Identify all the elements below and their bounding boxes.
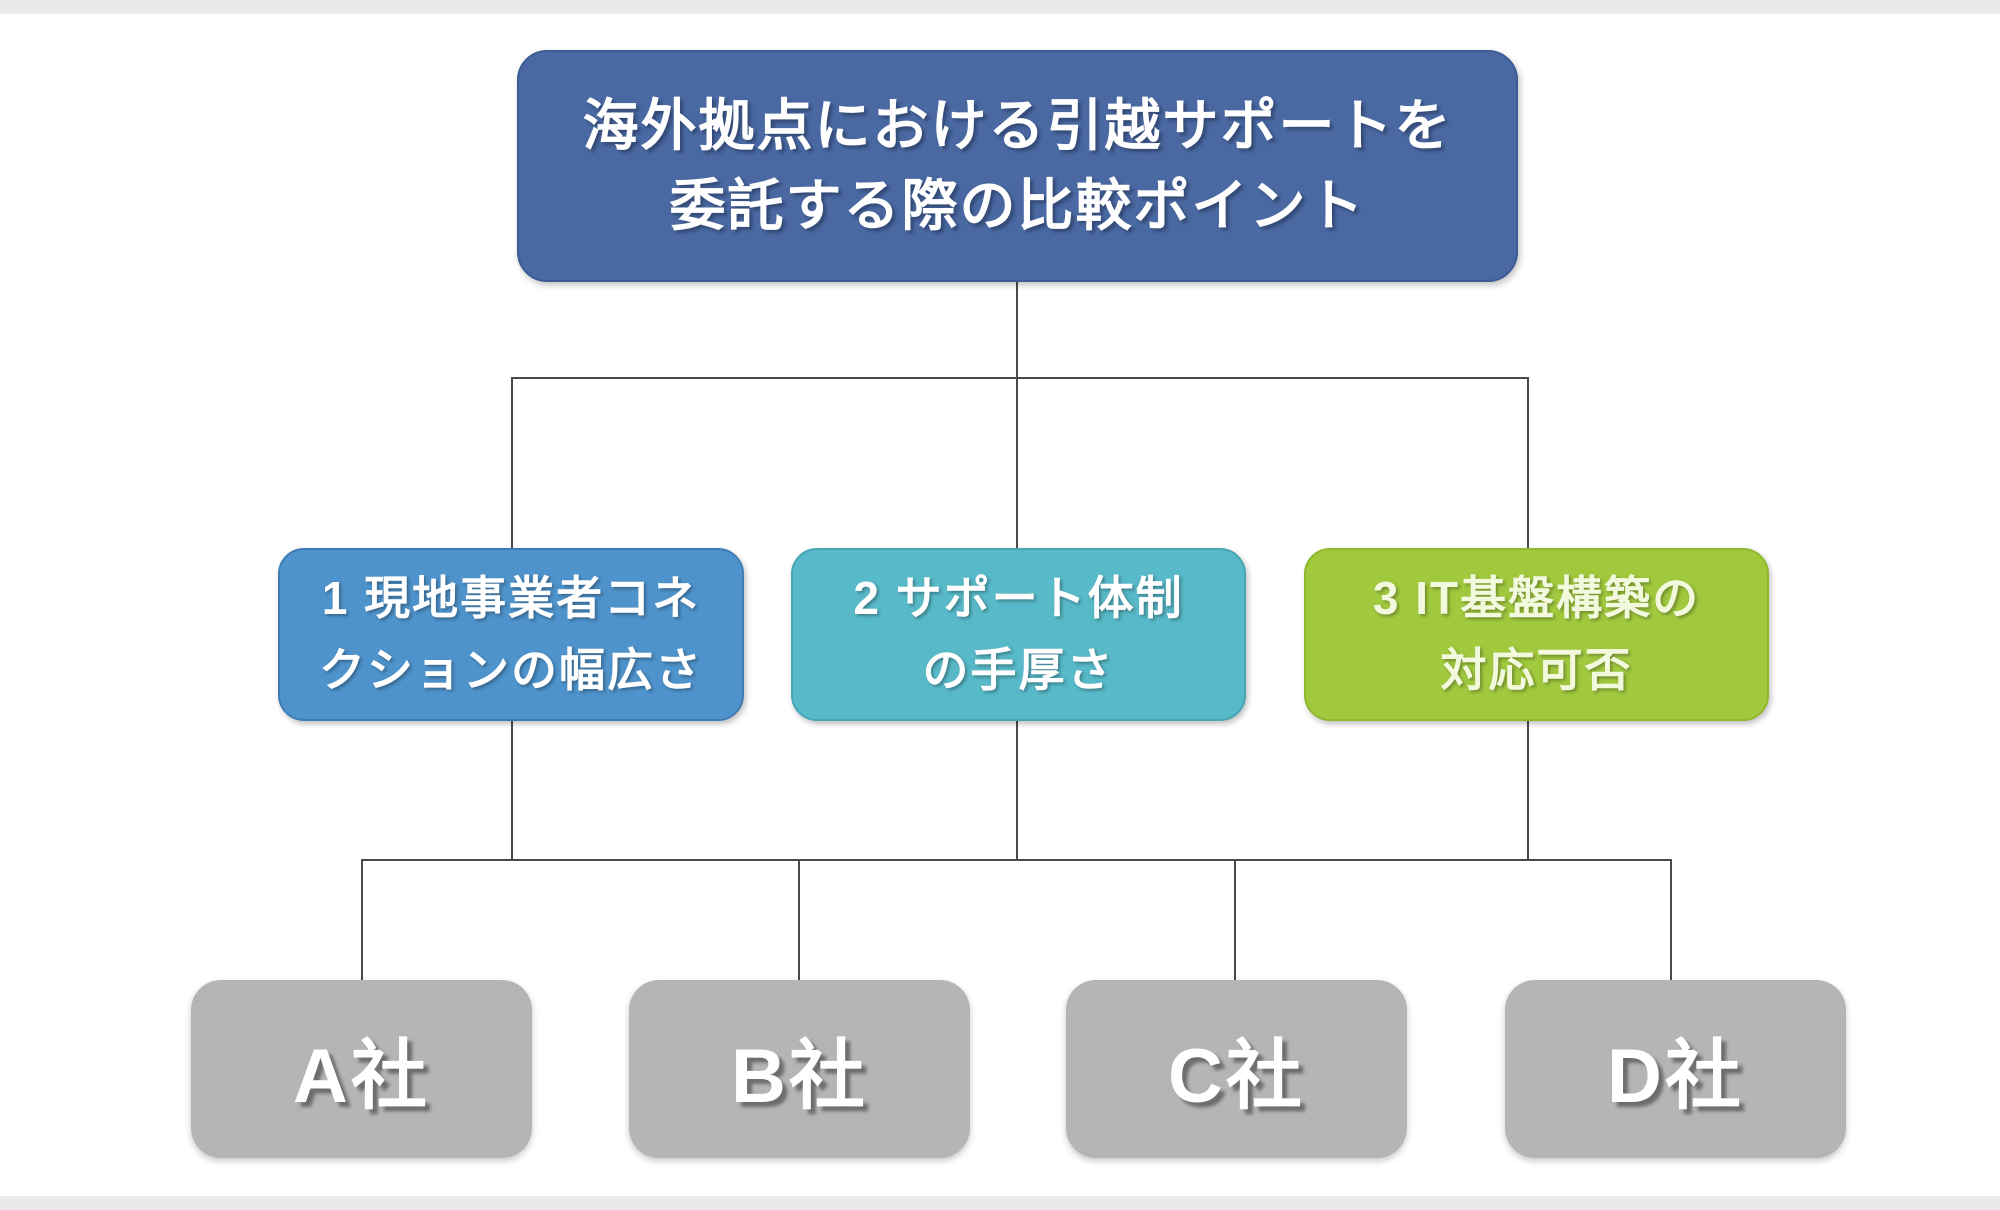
company-d-label: D社	[1607, 1034, 1744, 1119]
root-title-line1: 海外拠点における引越サポートを	[582, 94, 1453, 158]
root-title-line2: 委託する際の比較ポイント	[669, 174, 1366, 237]
criterion-node-3: 3 IT基盤構築の 対応可否	[1304, 548, 1769, 721]
connector-rail1	[511, 377, 1529, 379]
connector-rail2-to-company-a	[361, 859, 363, 981]
company-node-b: B社	[629, 980, 970, 1158]
company-node-c: C社	[1066, 980, 1407, 1158]
connector-rail1-to-criterion3	[1527, 377, 1529, 550]
criterion-2-line1: 2 サポート体制	[853, 572, 1184, 625]
connector-rail1-to-criterion1	[511, 377, 513, 550]
top-edge-band	[0, 0, 2000, 14]
connector-criterion3-to-rail2	[1527, 719, 1529, 861]
criterion-2-line2: の手厚さ	[922, 643, 1115, 696]
company-b-label: B社	[731, 1034, 868, 1119]
criterion-1-line1: 1 現地事業者コネ	[321, 572, 701, 625]
connector-root-to-rail1	[1016, 280, 1018, 379]
connector-rail2	[361, 859, 1672, 861]
criterion-node-1: 1 現地事業者コネ クションの幅広さ	[278, 548, 744, 721]
connector-criterion2-to-rail2	[1016, 719, 1018, 861]
connector-rail2-to-company-b	[798, 859, 800, 981]
company-node-d: D社	[1505, 980, 1846, 1158]
connector-rail2-to-company-d	[1670, 859, 1672, 981]
criterion-3-line1: 3 IT基盤構築の	[1372, 572, 1701, 625]
connector-criterion1-to-rail2	[511, 719, 513, 861]
company-a-label: A社	[293, 1034, 430, 1119]
connector-rail1-to-criterion2	[1016, 377, 1018, 550]
criterion-1-line2: クションの幅広さ	[319, 643, 703, 696]
criterion-node-2: 2 サポート体制 の手厚さ	[791, 548, 1246, 721]
company-c-label: C社	[1168, 1034, 1305, 1119]
company-node-a: A社	[191, 980, 532, 1158]
root-node: 海外拠点における引越サポートを 委託する際の比較ポイント	[517, 50, 1518, 282]
connector-rail2-to-company-c	[1234, 859, 1236, 981]
criterion-3-line2: 対応可否	[1440, 643, 1633, 696]
bottom-edge-band	[0, 1196, 2000, 1210]
